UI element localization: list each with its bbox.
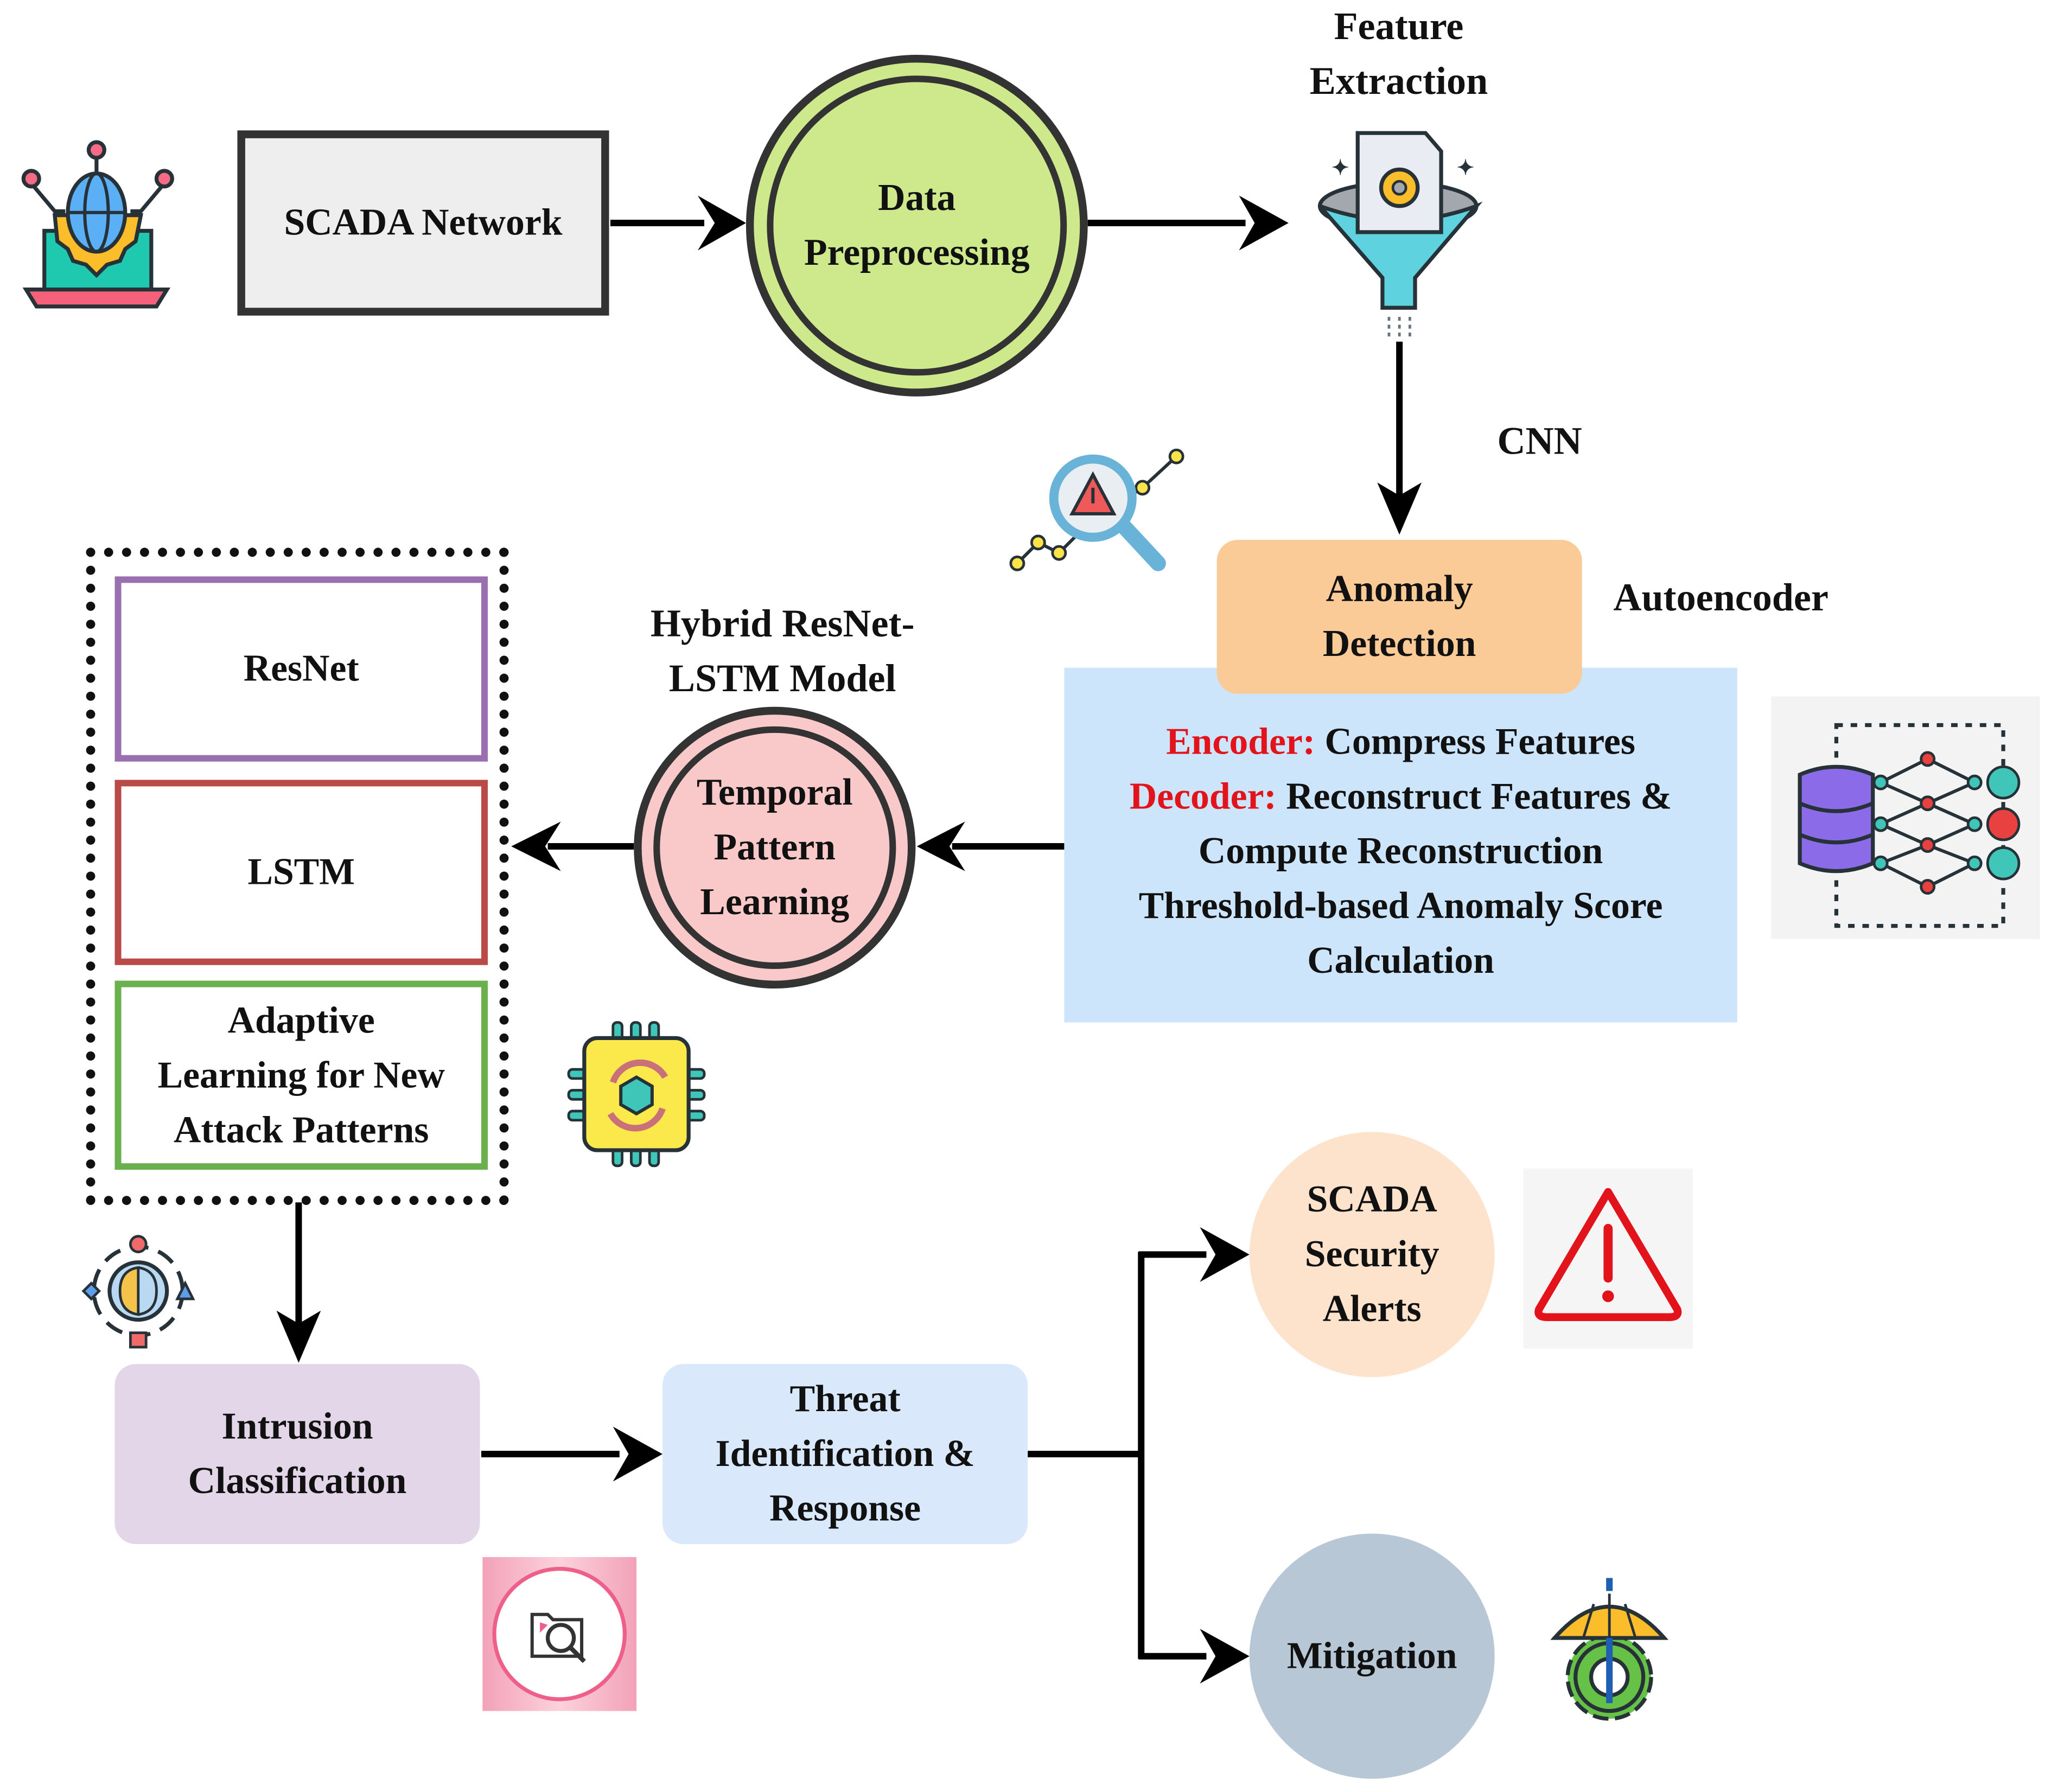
threat-identification-node[interactable]: Threat Identification & Response (662, 1364, 1028, 1544)
arrow-hybrid-to-intrusion (276, 1202, 321, 1363)
calculation-line: Calculation (1307, 940, 1494, 982)
ai-brain-icon (75, 1231, 201, 1351)
lstm-node[interactable]: LSTM (114, 780, 488, 965)
arrow-feature-to-anomaly (1377, 341, 1422, 535)
decoder-key: Decoder: (1129, 776, 1277, 818)
intrusion-classification-label: Intrusion Classification (188, 1406, 407, 1503)
cnn-label: CNN (1497, 419, 1582, 463)
arrow-autoencoder-to-temporal (916, 821, 1065, 871)
feature-extraction-text: Feature Extraction (1309, 5, 1488, 103)
mitigation-node[interactable]: Mitigation (1249, 1533, 1495, 1779)
arrow-scada-to-preprocessing (610, 195, 746, 251)
svg-text:✦: ✦ (1332, 157, 1349, 180)
adaptive-learning-label: Adaptive Learning for New Attack Pattern… (157, 999, 445, 1151)
decoder-text: Reconstruct Features & (1276, 776, 1672, 818)
file-search-icon (482, 1557, 637, 1711)
scada-network-node[interactable]: SCADA Network (237, 130, 609, 316)
arrow-temporal-to-hybrid (511, 821, 634, 871)
scada-security-alerts-label: SCADA Security Alerts (1304, 1178, 1439, 1330)
resnet-label: ResNet (243, 648, 359, 690)
hybrid-model-group (86, 547, 509, 1206)
intrusion-classification-node[interactable]: Intrusion Classification (114, 1364, 480, 1544)
temporal-pattern-learning-label: Temporal Pattern Learning (696, 771, 853, 923)
autoencoder-description: Encoder: Compress Features Decoder: Reco… (1064, 715, 1737, 989)
svg-text:✦: ✦ (1457, 157, 1474, 180)
warning-triangle-icon (1523, 1168, 1693, 1349)
adaptive-chip-icon (561, 1017, 730, 1171)
autoencoder-label: Autoencoder (1613, 576, 1829, 620)
adaptive-learning-node[interactable]: Adaptive Learning for New Attack Pattern… (114, 980, 488, 1170)
anomaly-detection-label: Anomaly Detection (1322, 569, 1476, 665)
encoder-text: Compress Features (1315, 721, 1635, 763)
resnet-node[interactable]: ResNet (114, 576, 488, 762)
scada-security-alerts-node[interactable]: SCADA Security Alerts (1249, 1132, 1495, 1378)
mitigation-gear-umbrella-icon (1544, 1576, 1674, 1730)
decoder-line: Decoder: Reconstruct Features & (1064, 769, 1737, 824)
data-preprocessing-node[interactable]: Data Preprocessing (746, 54, 1088, 397)
arrow-preprocessing-to-feature-extraction (1087, 195, 1289, 251)
compute-line: Compute Reconstruction (1198, 831, 1603, 873)
encoder-key: Encoder: (1166, 721, 1316, 763)
anomaly-search-icon (1007, 448, 1190, 579)
network-laptop-icon (16, 137, 179, 309)
arrow-threat-branch (1028, 1227, 1250, 1684)
arrow-intrusion-to-threat (481, 1426, 663, 1482)
threat-identification-label: Threat Identification & Response (715, 1378, 975, 1530)
hybrid-model-text: Hybrid ResNet- LSTM Model (650, 602, 915, 700)
lstm-label: LSTM (247, 851, 355, 894)
encoder-line: Encoder: Compress Features (1064, 715, 1737, 769)
temporal-pattern-learning-node[interactable]: Temporal Pattern Learning (634, 706, 916, 989)
mitigation-label: Mitigation (1286, 1635, 1457, 1678)
hybrid-model-label: Hybrid ResNet- LSTM Model (613, 597, 952, 707)
feature-extraction-label: Feature Extraction (1259, 0, 1539, 110)
threshold-line: Threshold-based Anomaly Score (1138, 885, 1663, 928)
autoencoder-panel: Encoder: Compress Features Decoder: Reco… (1064, 667, 1737, 1023)
autoencoder-network-icon (1771, 696, 2040, 939)
data-preprocessing-label: Data Preprocessing (804, 177, 1030, 274)
scada-network-label: SCADA Network (284, 202, 563, 244)
anomaly-detection-node[interactable]: Anomaly Detection (1216, 540, 1582, 694)
feature-extraction-funnel-icon: ✦ ✦ (1311, 128, 1487, 343)
